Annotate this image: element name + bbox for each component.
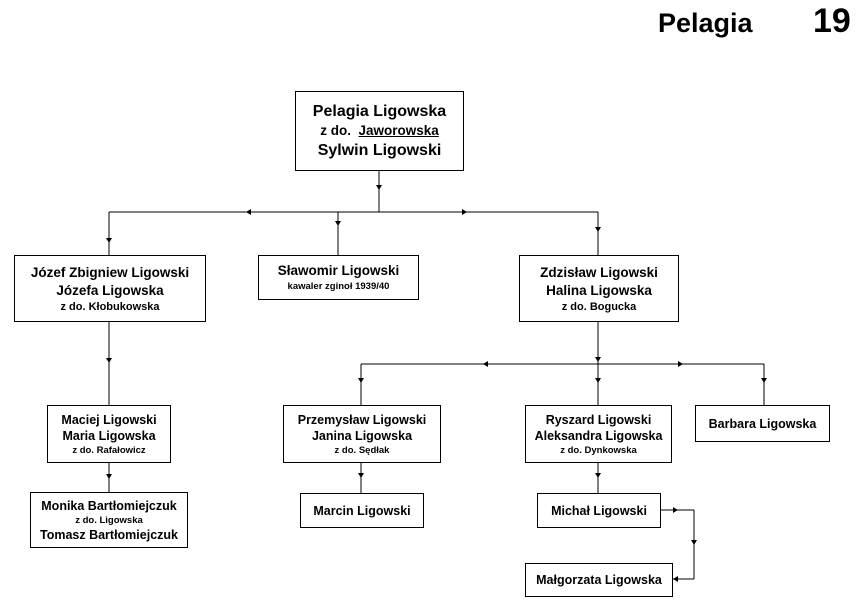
person-box-przemyslaw: Przemysław Ligowski Janina Ligowska z do… [283, 405, 441, 463]
arrowhead [761, 378, 767, 383]
maiden-name-line: z do. Jaworowska [320, 122, 439, 140]
spouse-name: Halina Ligowska [546, 282, 652, 298]
spouse-name: Maria Ligowska [62, 428, 156, 443]
arrowhead [595, 227, 601, 232]
person-box-marcin: Marcin Ligowski [300, 493, 424, 528]
spouse-name: Sylwin Ligowski [317, 142, 442, 159]
person-name: Pelagia Ligowska [312, 103, 447, 120]
arrowhead [335, 221, 341, 226]
arrowhead [595, 357, 601, 362]
arrowhead [358, 378, 364, 383]
arrowhead [106, 474, 112, 479]
person-box-monika: Monika Bartłomiejczuk z do. Ligowska Tom… [30, 492, 188, 548]
person-name: Małgorzata Ligowska [536, 573, 662, 587]
person-note: kawaler zginoł 1939/40 [287, 281, 390, 292]
spouse-name: Józefa Ligowska [56, 282, 164, 298]
arrowhead [246, 209, 251, 215]
maiden-name: z do. Sędłak [334, 444, 390, 456]
maiden-prefix: z do. [320, 123, 351, 138]
page-number: 19 [813, 2, 851, 40]
maiden-name: Jaworowska [358, 123, 439, 138]
person-name: Marcin Ligowski [313, 503, 411, 518]
person-box-slawomir: Sławomir Ligowski kawaler zginoł 1939/40 [258, 255, 419, 300]
maiden-name: z do. Bogucka [561, 300, 637, 313]
person-name: Ryszard Ligowski [545, 412, 652, 427]
spouse-name: Janina Ligowska [311, 428, 413, 443]
person-name: Michał Ligowski [551, 503, 647, 518]
page-title: Pelagia [658, 8, 753, 38]
arrowhead [595, 378, 601, 383]
person-box-jozef: Józef Zbigniew Ligowski Józefa Ligowska … [14, 255, 206, 322]
person-box-barbara: Barbara Ligowska [695, 405, 830, 442]
spouse-name: Tomasz Bartłomiejczuk [39, 527, 178, 542]
arrowhead [595, 473, 601, 478]
arrowhead [106, 358, 112, 363]
arrowhead [673, 576, 678, 582]
maiden-name: z do. Kłobukowska [60, 300, 160, 313]
person-name: Józef Zbigniew Ligowski [30, 264, 190, 280]
person-name: Przemysław Ligowski [297, 412, 427, 427]
person-name: Maciej Ligowski [61, 412, 157, 427]
arrowhead [376, 185, 382, 190]
person-name: Sławomir Ligowski [277, 263, 400, 278]
person-box-zdzislaw: Zdzisław Ligowski Halina Ligowska z do. … [519, 255, 679, 322]
arrowhead [678, 361, 683, 367]
maiden-name: z do. Ligowska [75, 514, 143, 526]
arrowhead [358, 473, 364, 478]
person-box-pelagia-sylwin: Pelagia Ligowska z do. Jaworowska Sylwin… [295, 91, 464, 171]
spouse-name: Aleksandra Ligowska [534, 428, 663, 443]
arrowhead [691, 540, 697, 545]
person-box-ryszard: Ryszard Ligowski Aleksandra Ligowska z d… [525, 405, 672, 463]
arrowhead [106, 238, 112, 243]
maiden-name: z do. Dynkowska [560, 444, 637, 456]
person-box-malgorzata: Małgorzata Ligowska [525, 563, 673, 597]
person-box-maciej: Maciej Ligowski Maria Ligowska z do. Raf… [47, 405, 171, 463]
person-box-michal: Michał Ligowski [537, 493, 661, 528]
person-name: Barbara Ligowska [708, 416, 817, 431]
arrowhead [462, 209, 467, 215]
arrowhead [483, 361, 488, 367]
person-name: Monika Bartłomiejczuk [41, 498, 177, 513]
person-name: Zdzisław Ligowski [540, 264, 658, 280]
maiden-name: z do. Rafałowicz [72, 444, 146, 456]
arrowhead [673, 507, 678, 513]
